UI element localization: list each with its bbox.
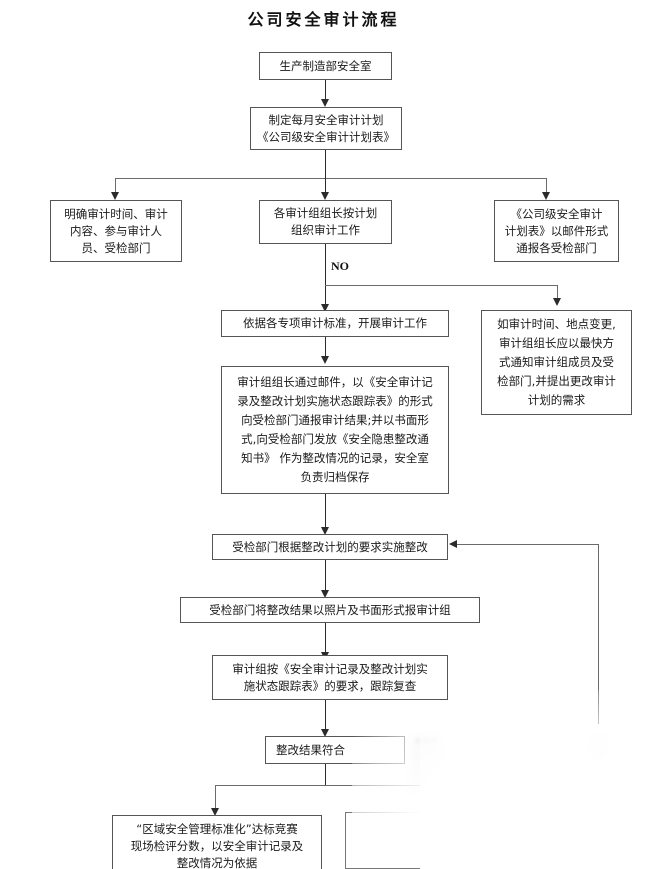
smudge-streak-1 <box>414 742 420 794</box>
node-right-partial <box>345 812 495 869</box>
edge-split-right-drop <box>546 178 547 194</box>
arrow-to-n13 <box>211 808 219 816</box>
arrow-split-left <box>111 192 119 200</box>
edge-n2-down <box>325 150 326 178</box>
node-standardization-scoring: “区域安全管理标准化”达标竞赛 现场检评分数，以安全审计记录及 整改情况为依据 <box>112 815 322 869</box>
edge-label-no: NO <box>331 259 349 273</box>
node-submit-photos-label: 受检部门将整改结果以照片及书面形式报审计组 <box>209 602 451 617</box>
node-schedule-change-line5: 计划的需求 <box>527 393 586 407</box>
arrow-feedback-into-n9 <box>449 540 457 548</box>
node-team-leader-organize-line2: 组织审计工作 <box>291 223 360 237</box>
smudge-streak-2 <box>424 742 430 794</box>
arrow-n9-n10 <box>321 590 329 598</box>
node-implement-rectification-label: 受检部门根据整改计划的要求实施整改 <box>232 539 428 554</box>
arrow-n6-n8 <box>321 356 329 364</box>
node-standardization-scoring-line3: 整改情况为依据 <box>176 855 258 869</box>
edge-n4-down <box>325 244 326 306</box>
node-report-results-line6: 负责归档保存 <box>300 470 370 484</box>
arrow-n4-n6 <box>321 304 329 312</box>
node-team-leader-organize-line1: 各审计组组长按计划 <box>273 206 378 220</box>
edge-feedback-horizontal <box>457 544 598 545</box>
node-audit-scope: 明确审计时间、审计 内容、参与审计人 员、受检部门 <box>50 200 182 262</box>
node-audit-scope-line2: 内容、参与审计人 <box>70 223 162 238</box>
edge-n9-n10 <box>325 560 326 592</box>
node-safety-office-label: 生产制造部安全室 <box>279 58 372 73</box>
node-monthly-plan-line1: 制定每月安全审计计划 <box>268 112 384 127</box>
node-implement-rectification: 受检部门根据整改计划的要求实施整改 <box>212 534 448 560</box>
node-safety-office: 生产制造部安全室 <box>259 52 392 80</box>
node-report-results-line5: 知书》 作为整改情况的记录，安全室 <box>241 451 429 465</box>
node-audit-standards: 依据各专项审计标准，开展审计工作 <box>221 310 449 337</box>
edge-n6-n8 <box>325 337 326 358</box>
edge-bottom-left-drop <box>215 785 216 810</box>
edge-feedback-vertical <box>598 544 599 724</box>
edge-n12-down <box>325 764 326 785</box>
node-rectification-conforms-label: 整改结果符合 <box>276 742 345 757</box>
node-audit-standards-label: 依据各专项审计标准，开展审计工作 <box>243 316 427 330</box>
edge-n8-n9 <box>325 494 326 529</box>
node-audit-scope-line1: 明确审计时间、审计 <box>64 206 168 221</box>
node-report-results-line1: 审计组组长通过邮件，以《安全审计记 <box>237 375 433 389</box>
node-audit-scope-line3: 员、受检部门 <box>81 240 151 255</box>
edge-split-bar <box>115 178 546 179</box>
node-followup-review: 审计组按《安全审计记录及整改计划实 施状态跟踪表》的要求，跟踪复查 <box>212 655 448 700</box>
smudge-streak-right <box>594 740 604 780</box>
arrow-n11-n12 <box>321 729 329 737</box>
page-title: 公司安全审计流程 <box>247 10 400 29</box>
edge-n11-n12 <box>325 700 326 731</box>
node-email-notify-plan-line2: 计划表》以邮件形式 <box>504 223 609 238</box>
edge-bottom-split-bar <box>215 785 480 786</box>
arrow-split-right <box>542 192 550 200</box>
node-monthly-plan: 制定每月安全审计计划 《公司级安全审计计划表》 <box>250 107 402 150</box>
arrow-n8-n9 <box>321 527 329 535</box>
node-report-results-line2: 录及整改计划实施状态跟踪表》的形式 <box>237 394 433 408</box>
node-schedule-change-line1: 如审计时间、地点变更, <box>497 317 616 331</box>
edge-branch-right-drop <box>557 285 558 300</box>
node-schedule-change: 如审计时间、地点变更, 审计组组长应以最快方 式通知审计组成员及受 检部门,并提… <box>481 310 632 415</box>
node-submit-photos: 受检部门将整改结果以照片及书面形式报审计组 <box>180 597 480 623</box>
node-standardization-scoring-line2: 现场检评分数，以安全审计记录及 <box>130 838 304 853</box>
arrow-split-mid <box>321 192 329 200</box>
node-rectification-conforms: 整改结果符合 <box>265 736 405 764</box>
node-report-results-line4: 式,向受检部门发放《安全隐患整改通 <box>241 432 429 446</box>
edge-split-mid-drop <box>325 178 326 194</box>
node-schedule-change-line3: 式通知审计组成员及受 <box>499 355 614 369</box>
node-email-notify-plan: 《公司级安全审计 计划表》以邮件形式 通报各受检部门 <box>494 200 619 262</box>
edge-n10-n11 <box>325 623 326 654</box>
arrow-n1-n2 <box>321 99 329 107</box>
node-report-results: 审计组组长通过邮件，以《安全审计记 录及整改计划实施状态跟踪表》的形式 向受检部… <box>221 366 449 494</box>
node-followup-review-line2: 施状态跟踪表》的要求，跟踪复查 <box>243 678 417 693</box>
arrow-to-n7 <box>553 298 561 306</box>
node-standardization-scoring-line1: “区域安全管理标准化”达标竞赛 <box>136 821 298 836</box>
node-email-notify-plan-line1: 《公司级安全审计 <box>510 206 603 221</box>
node-email-notify-plan-line3: 通报各受检部门 <box>516 240 597 255</box>
edge-n4-branch-right <box>325 285 557 286</box>
edge-n1-n2 <box>325 80 326 101</box>
node-team-leader-organize: 各审计组组长按计划 组织审计工作 <box>259 200 392 244</box>
node-monthly-plan-line2: 《公司级安全审计计划表》 <box>257 129 395 144</box>
node-schedule-change-line4: 检部门,并提出更改审计 <box>497 374 616 388</box>
smudge-streak-3 <box>434 742 440 782</box>
node-followup-review-line1: 审计组按《安全审计记录及整改计划实 <box>232 661 428 676</box>
edge-split-left-drop <box>115 178 116 194</box>
node-schedule-change-line2: 审计组组长应以最快方 <box>499 336 614 350</box>
node-report-results-line3: 向受检部门通报审计结果;并以书面形 <box>241 413 429 427</box>
